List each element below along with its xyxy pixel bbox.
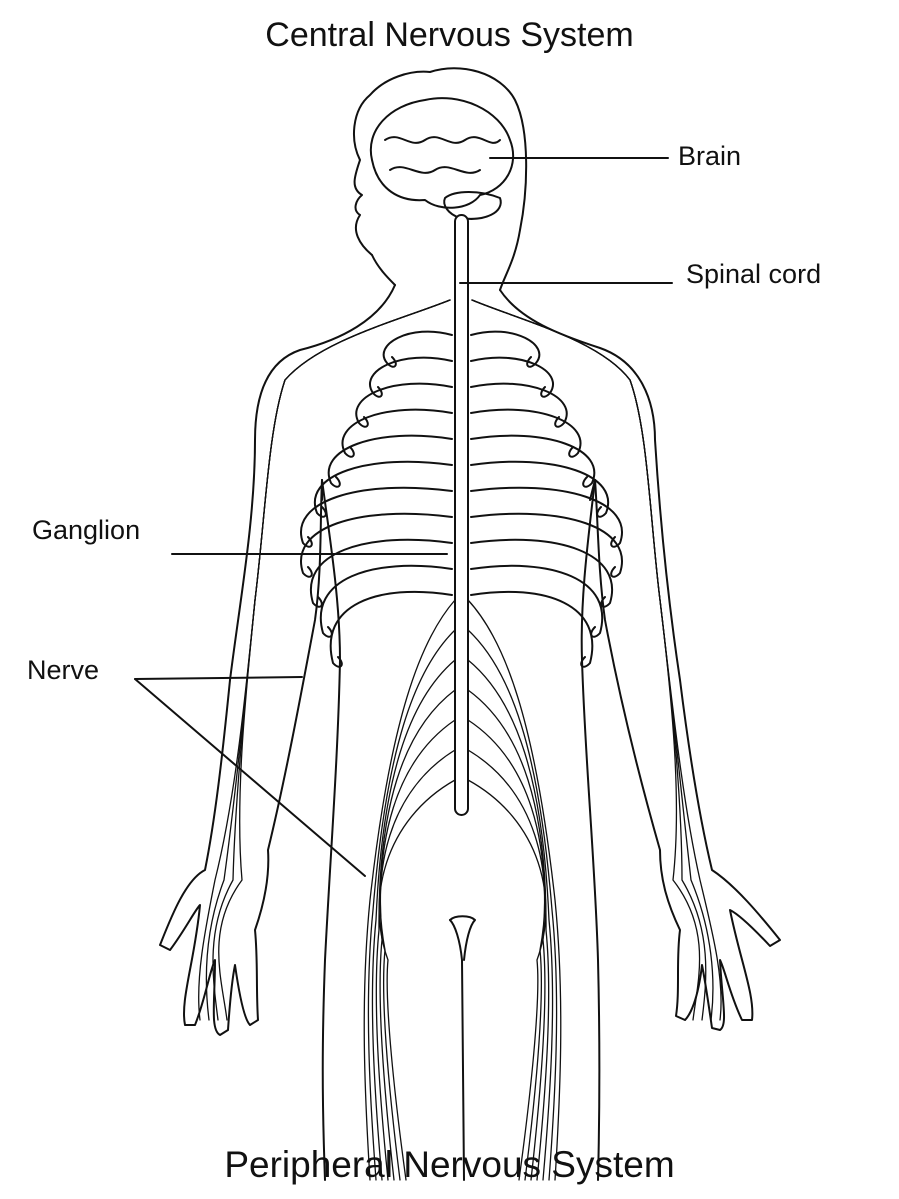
leader-lines bbox=[134, 157, 673, 877]
rib bbox=[310, 538, 453, 608]
label-ganglion: Ganglion bbox=[32, 515, 141, 545]
rib bbox=[320, 564, 453, 638]
rib bbox=[314, 460, 453, 518]
arm-nerve bbox=[471, 299, 701, 1021]
rib bbox=[470, 590, 594, 668]
leg-nerve bbox=[378, 779, 456, 1181]
rib bbox=[329, 590, 453, 668]
rib bbox=[470, 512, 623, 578]
leg-nerve bbox=[371, 659, 456, 1181]
rib bbox=[382, 330, 453, 368]
leg-nerve bbox=[363, 599, 456, 1181]
rib bbox=[470, 382, 568, 428]
leg-nerve bbox=[467, 659, 554, 1181]
arm-nerve bbox=[471, 299, 707, 1021]
nerve-leader-line-leg bbox=[134, 678, 366, 877]
leg-nerve bbox=[367, 629, 456, 1181]
title-central-nervous-system: Central Nervous System bbox=[265, 16, 634, 54]
rib bbox=[470, 460, 609, 518]
rib bbox=[300, 486, 453, 548]
rib bbox=[470, 330, 541, 368]
nerve-leader-line-arm bbox=[134, 676, 303, 680]
spinal-cord bbox=[454, 214, 469, 816]
rib bbox=[470, 434, 596, 488]
leg-nerve bbox=[375, 689, 456, 1181]
arm-nerve bbox=[218, 299, 451, 1021]
leg-nerve bbox=[467, 689, 550, 1181]
rib bbox=[300, 512, 453, 578]
arm-nerve bbox=[198, 299, 451, 1021]
rib bbox=[369, 356, 453, 398]
brain bbox=[369, 97, 515, 220]
label-brain: Brain bbox=[678, 141, 742, 171]
label-nerve: Nerve bbox=[27, 655, 100, 685]
body-outline bbox=[159, 67, 781, 1181]
rib bbox=[470, 408, 582, 458]
leg-nerve bbox=[467, 629, 558, 1181]
leg-nerve bbox=[467, 779, 547, 1181]
label-spinal-cord: Spinal cord bbox=[686, 259, 822, 289]
rib bbox=[355, 382, 453, 428]
rib bbox=[470, 538, 613, 608]
rib bbox=[470, 356, 554, 398]
rib bbox=[470, 486, 623, 548]
peripheral-nerves bbox=[198, 299, 722, 1181]
rib bbox=[341, 408, 453, 458]
rib bbox=[327, 434, 453, 488]
leg-nerve bbox=[467, 599, 562, 1181]
title-peripheral-nervous-system: Peripheral Nervous System bbox=[224, 1144, 675, 1185]
rib-cage bbox=[300, 330, 623, 668]
